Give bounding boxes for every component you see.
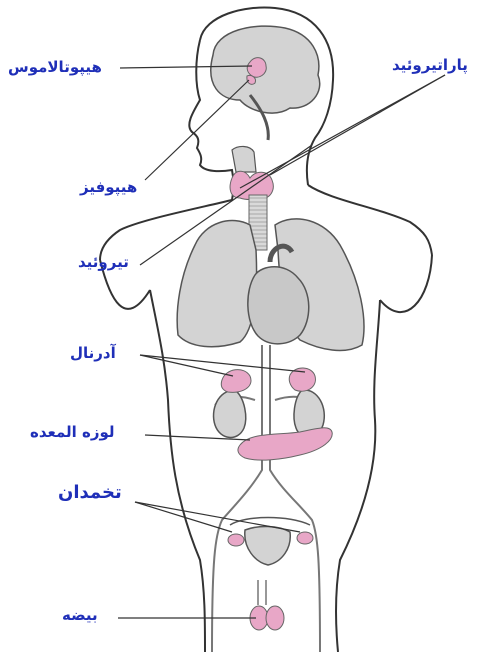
right-testis (266, 606, 284, 630)
label-ovaries: تخمدان (58, 484, 122, 502)
left-ovary (228, 534, 244, 546)
left-adrenal-gland (221, 370, 251, 393)
left-kidney (214, 390, 246, 437)
label-pituitary: هیپوفیز (80, 180, 137, 195)
pancreas (238, 428, 332, 460)
label-testis: بیضه (62, 608, 98, 623)
larynx (232, 146, 256, 172)
label-thyroid: تیروئید (78, 255, 129, 270)
right-ovary (297, 532, 313, 544)
pituitary-gland (247, 75, 256, 84)
label-adrenal: آدرنال (70, 346, 116, 361)
left-lung (177, 221, 256, 347)
uterus (245, 526, 290, 565)
label-hypothalamus: هیپوتالاموس (8, 60, 102, 75)
label-parathyroid: پاراتیروئید (392, 58, 468, 73)
label-pancreas: لوزه المعده (30, 425, 115, 440)
